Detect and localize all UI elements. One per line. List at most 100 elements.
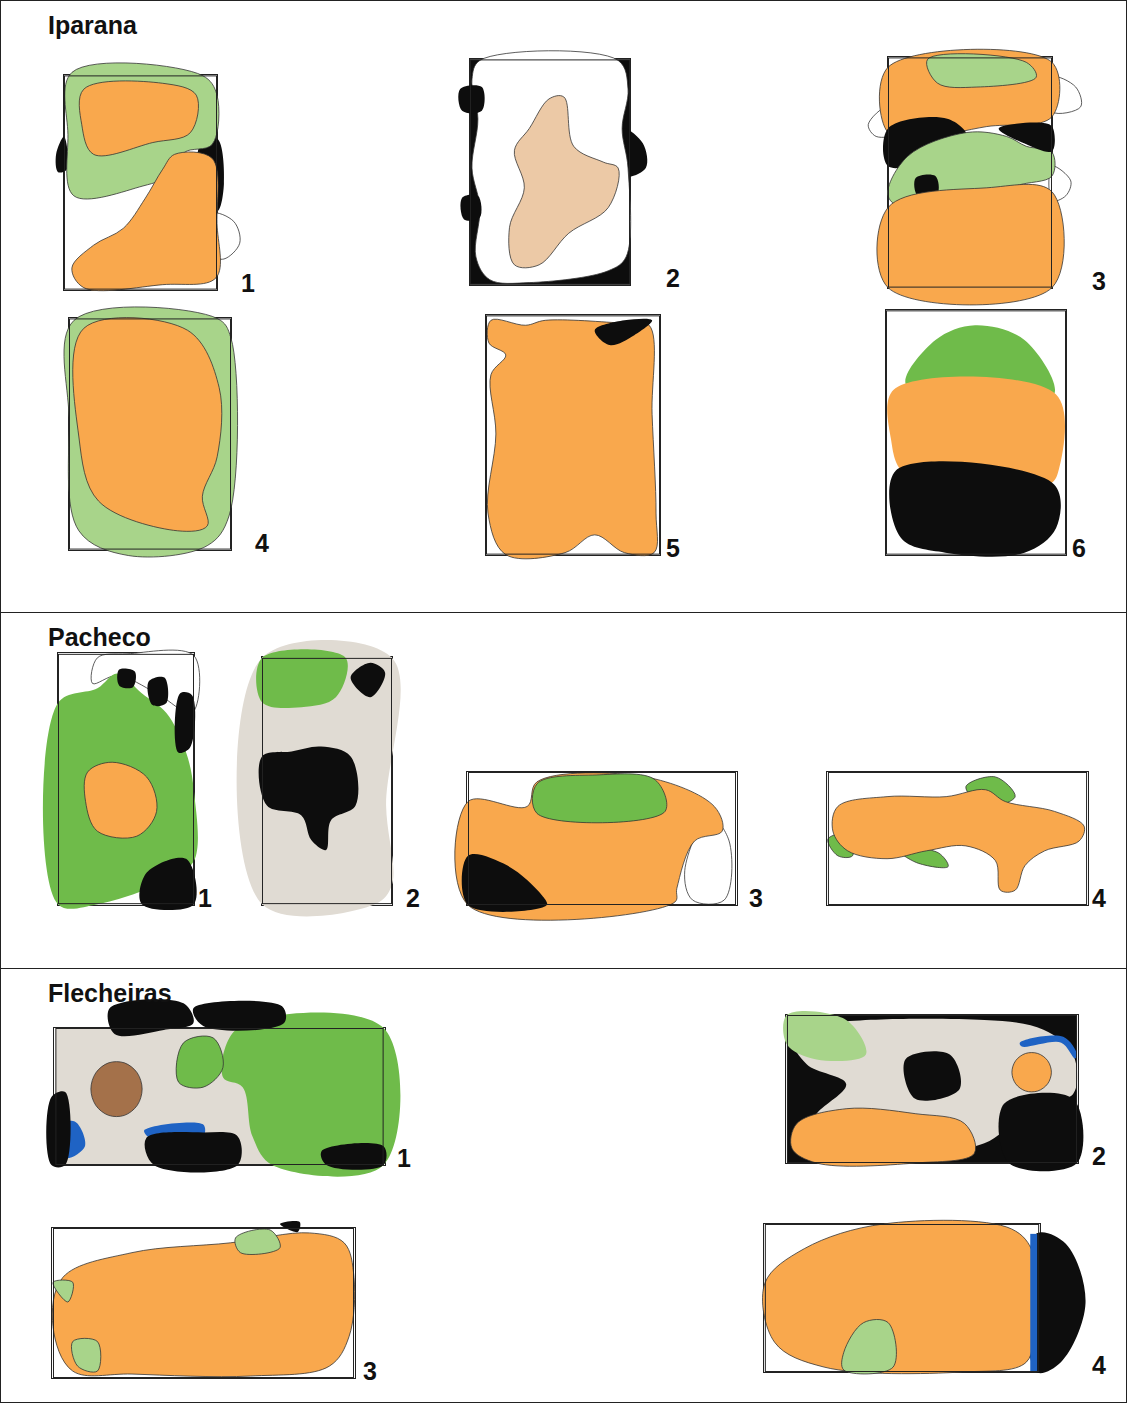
color-patch (462, 854, 547, 912)
color-patch (46, 1091, 70, 1167)
sample-frame (886, 311, 1065, 554)
site-panel: Iparana123456 (0, 0, 1127, 613)
color-patch (595, 319, 652, 346)
sample-frame (787, 1015, 1076, 1162)
sample-number: 3 (749, 886, 763, 911)
sample-frame (56, 1028, 383, 1164)
sample-illustration (786, 1015, 1078, 1163)
sample-number: 4 (255, 531, 269, 556)
sample-map: 4 (763, 1223, 1041, 1373)
sample-number: 1 (397, 1146, 411, 1171)
sample-number: 3 (363, 1359, 377, 1384)
color-patch (64, 307, 238, 557)
sample-frame (262, 658, 391, 903)
color-patch (91, 1062, 142, 1117)
sample-number: 4 (1092, 886, 1106, 911)
color-patch (999, 1093, 1084, 1172)
sample-illustration (486, 315, 660, 555)
sample-frame (470, 60, 629, 284)
color-patch (472, 51, 631, 284)
sample-frame (54, 1228, 354, 1377)
sample-frame (765, 1224, 1038, 1371)
color-patch (763, 1220, 1037, 1373)
color-band (1030, 1234, 1037, 1372)
sample-map: 3 (887, 56, 1053, 289)
color-patch (351, 663, 386, 697)
color-patch (175, 692, 196, 753)
color-patch (52, 1233, 354, 1377)
sample-map: 2 (261, 656, 393, 906)
color-patch (145, 1132, 242, 1172)
color-patch (139, 858, 196, 910)
sample-illustration (470, 59, 630, 285)
sample-number: 6 (1072, 536, 1086, 561)
sample-illustration (888, 57, 1052, 288)
sample-frame (64, 76, 216, 289)
sample-frame (828, 772, 1086, 904)
sample-map: 2 (785, 1014, 1079, 1164)
sample-number: 5 (666, 536, 680, 561)
sample-frame (888, 58, 1051, 287)
color-patch (904, 1051, 962, 1101)
sample-map: 4 (826, 771, 1089, 906)
sample-illustration (262, 657, 392, 905)
sample-illustration (467, 772, 737, 905)
site-heading: Iparana (48, 11, 137, 40)
color-patch (72, 152, 221, 291)
site-heading: Pacheco (48, 623, 151, 652)
sample-frame (69, 319, 230, 549)
color-patch (1020, 1035, 1077, 1058)
sample-illustration (58, 653, 194, 905)
color-patch (791, 1108, 976, 1166)
site-panel: Pacheco1234 (0, 612, 1127, 969)
color-patch (927, 54, 1037, 88)
sample-illustration (52, 1228, 355, 1378)
sample-number: 3 (1092, 269, 1106, 294)
color-patch (117, 668, 136, 688)
sample-map: 5 (485, 314, 661, 556)
color-patch (84, 762, 157, 838)
sample-map: 4 (68, 317, 232, 551)
color-patch (842, 1319, 897, 1373)
sample-map: 3 (51, 1227, 356, 1379)
sample-number: 1 (198, 886, 212, 911)
sample-frame (486, 316, 659, 554)
color-patch (71, 1338, 100, 1372)
color-patch (193, 1001, 286, 1031)
sample-number: 2 (406, 886, 420, 911)
sample-map: 6 (885, 309, 1067, 556)
sample-illustration (827, 772, 1088, 905)
sample-map: 1 (57, 652, 195, 906)
sample-illustration (69, 318, 231, 550)
sample-map: 2 (469, 58, 631, 286)
color-patch (259, 746, 359, 850)
color-patch (487, 319, 657, 559)
color-patch (999, 123, 1055, 153)
sample-number: 4 (1092, 1353, 1106, 1378)
sample-illustration (54, 1028, 385, 1165)
color-patch (455, 773, 723, 920)
color-patch (280, 1221, 300, 1232)
sample-map: 1 (53, 1027, 386, 1166)
color-patch (53, 1280, 74, 1302)
color-patch (79, 81, 198, 156)
color-patch (889, 461, 1061, 556)
site-panel: Flecheiras1234 (0, 968, 1127, 1403)
color-patch (321, 1143, 387, 1170)
color-patch (108, 999, 194, 1036)
color-patch (1026, 1232, 1086, 1373)
color-patch (532, 774, 666, 823)
color-patch (783, 1011, 866, 1061)
color-patch (832, 789, 1085, 892)
color-patch (458, 85, 484, 113)
sample-number: 2 (1092, 1144, 1106, 1169)
color-patch (176, 1036, 223, 1088)
color-patch (1012, 1053, 1051, 1092)
color-patch (237, 640, 401, 916)
sample-illustration (64, 75, 217, 290)
color-patch (147, 677, 168, 707)
sample-map: 3 (466, 771, 738, 906)
color-patch (73, 318, 222, 532)
color-patch (235, 1229, 280, 1255)
sample-illustration (764, 1224, 1040, 1372)
